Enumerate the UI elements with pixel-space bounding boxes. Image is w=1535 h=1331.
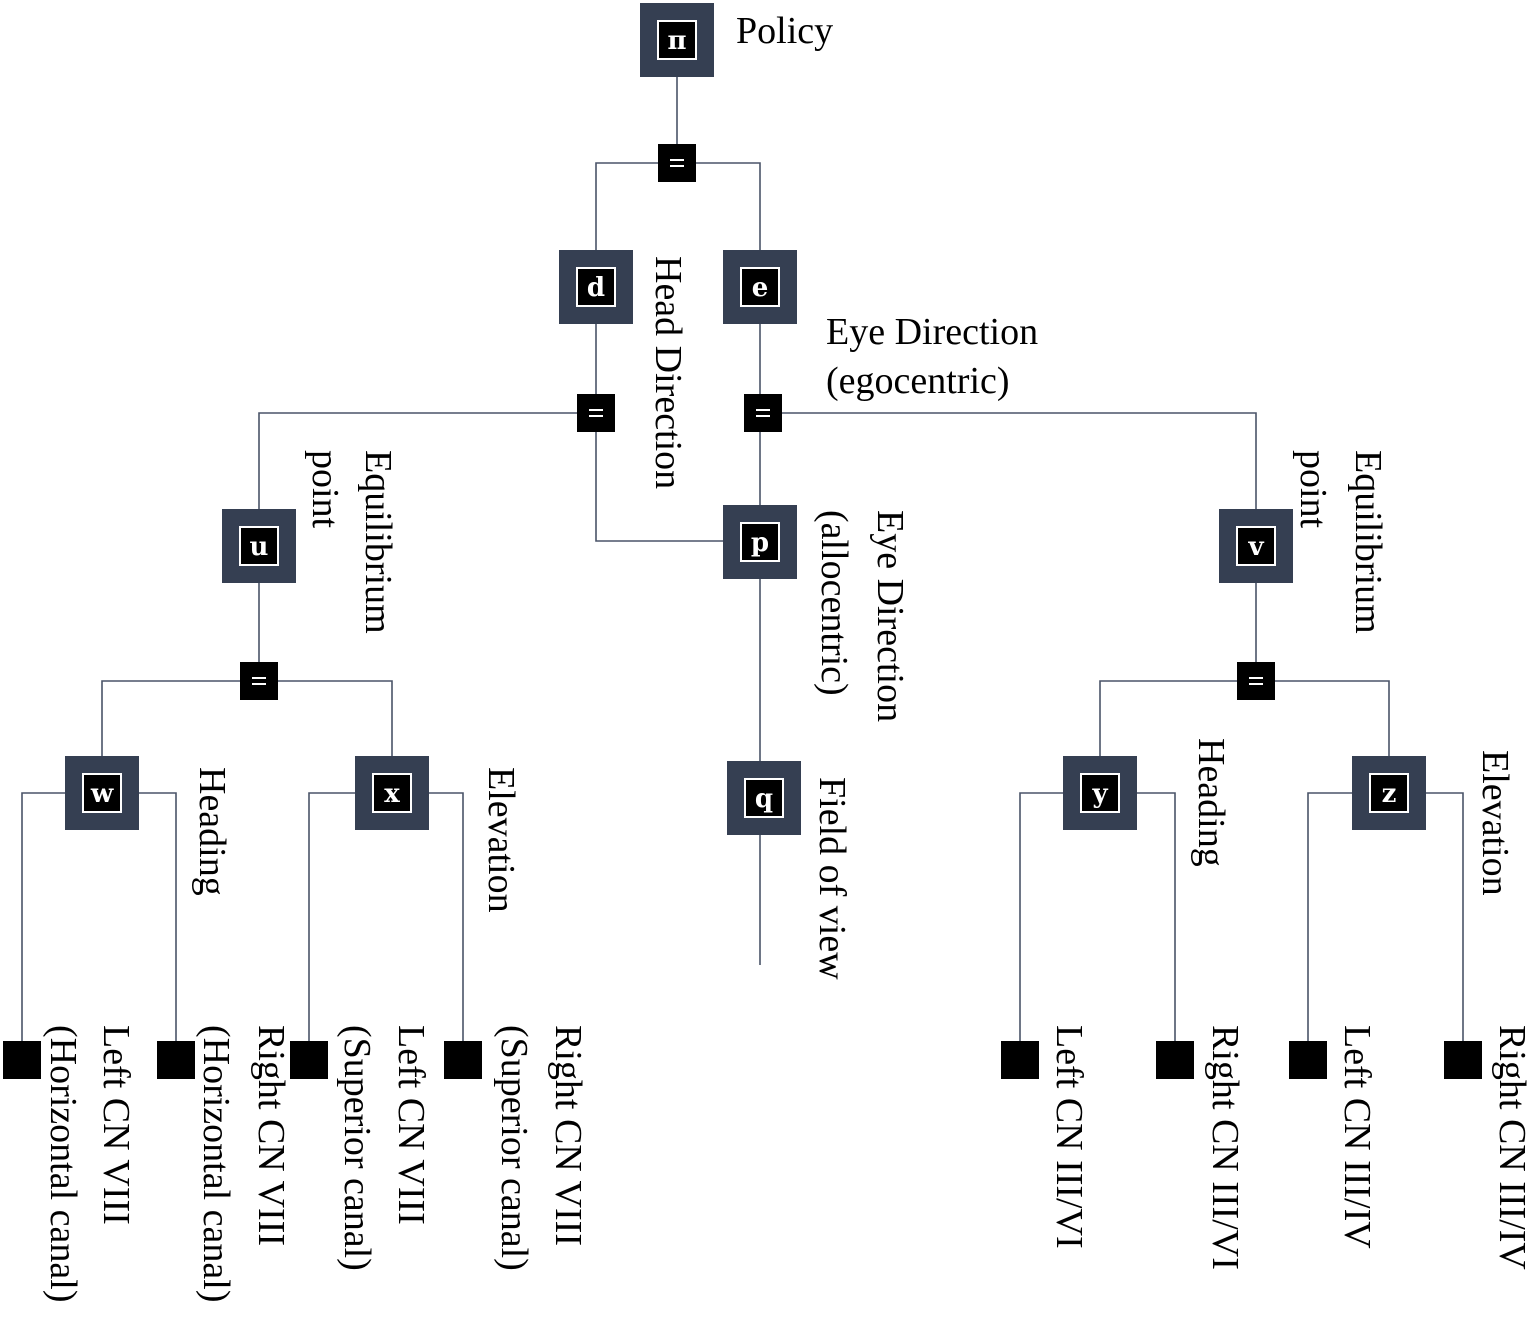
label-heading-w: Heading bbox=[191, 767, 233, 896]
labels: Policy Head Direction Eye Direction (ego… bbox=[42, 10, 1533, 1302]
node-z: z bbox=[1352, 756, 1426, 830]
label-leaf5: Left CN III/VI bbox=[1048, 1025, 1090, 1249]
edge-f1-e bbox=[696, 162, 761, 250]
leaf-node-7 bbox=[1289, 1041, 1327, 1079]
node-q-label: q bbox=[755, 784, 773, 814]
node-q: q bbox=[727, 761, 801, 835]
leaf-node-6 bbox=[1156, 1041, 1194, 1079]
edge-x-leaf4 bbox=[429, 792, 464, 1041]
label-leaf2-line2: (Horizontal canal) bbox=[195, 1025, 237, 1302]
label-leaf7: Left CN III/IV bbox=[1336, 1025, 1378, 1249]
node-pi: π bbox=[640, 3, 714, 77]
node-v: v bbox=[1219, 509, 1293, 583]
leaf-node-2 bbox=[157, 1041, 195, 1079]
edge-w-leaf1 bbox=[21, 792, 66, 1041]
label-equilibrium-v-line2: point bbox=[1292, 450, 1334, 529]
label-equilibrium-v-line1: Equilibrium bbox=[1347, 450, 1389, 634]
label-elevation-x: Elevation bbox=[480, 767, 522, 913]
node-pi-label: π bbox=[667, 26, 686, 56]
label-eye-direction-ego-line2: (egocentric) bbox=[826, 360, 1010, 402]
leaf-node-1 bbox=[3, 1041, 41, 1079]
label-elevation-z: Elevation bbox=[1474, 750, 1516, 896]
state-nodes: π d e u p v bbox=[65, 3, 1426, 835]
leaf-node-4 bbox=[444, 1041, 482, 1079]
label-leaf2-line1: Right CN VIII bbox=[250, 1025, 292, 1246]
label-equilibrium-u-line2: point bbox=[304, 450, 346, 529]
factor-node-5 bbox=[1237, 662, 1275, 700]
node-d-label: d bbox=[587, 273, 605, 303]
label-field-of-view: Field of view bbox=[811, 777, 853, 980]
leaf-node-8 bbox=[1444, 1041, 1482, 1079]
label-leaf4-line2: (Superior canal) bbox=[493, 1025, 535, 1271]
node-x: x bbox=[355, 756, 429, 830]
edge-z-leaf8 bbox=[1426, 792, 1464, 1041]
node-u: u bbox=[222, 509, 296, 583]
label-heading-y: Heading bbox=[1190, 738, 1232, 867]
label-equilibrium-u-line1: Equilibrium bbox=[357, 450, 399, 634]
label-leaf8: Right CN III/IV bbox=[1491, 1025, 1533, 1270]
node-w-label: w bbox=[90, 779, 114, 809]
factor-node-2 bbox=[577, 394, 615, 432]
label-eye-direction-ego-line1: Eye Direction bbox=[826, 311, 1038, 353]
edge-f2-u bbox=[258, 412, 577, 510]
label-policy: Policy bbox=[736, 10, 833, 52]
node-e: e bbox=[723, 250, 797, 324]
label-eye-direction-allo-line2: (allocentric) bbox=[813, 510, 855, 696]
label-leaf4-line1: Right CN VIII bbox=[547, 1025, 589, 1246]
label-leaf6: Right CN III/VI bbox=[1204, 1025, 1246, 1270]
factor-node-4 bbox=[240, 662, 278, 700]
edge-w-leaf2 bbox=[139, 792, 177, 1041]
edge-f1-d bbox=[595, 162, 658, 250]
node-w: w bbox=[65, 756, 139, 830]
edge-y-leaf5 bbox=[1019, 792, 1063, 1041]
node-d: d bbox=[559, 250, 633, 324]
node-z-label: z bbox=[1382, 779, 1397, 809]
edge-f4-x bbox=[278, 680, 393, 757]
leaf-nodes bbox=[3, 1041, 1482, 1079]
label-leaf3-line2: (Superior canal) bbox=[336, 1025, 378, 1271]
edge-y-leaf6 bbox=[1137, 792, 1176, 1041]
node-y-label: y bbox=[1091, 779, 1108, 809]
node-p-label: p bbox=[751, 528, 769, 558]
edge-f3-v bbox=[782, 412, 1257, 510]
edge-f4-w bbox=[101, 680, 240, 757]
node-u-label: u bbox=[250, 532, 269, 562]
edge-f2-p bbox=[595, 432, 723, 542]
factor-node-3 bbox=[744, 394, 782, 432]
factor-node-1 bbox=[658, 144, 696, 182]
leaf-node-3 bbox=[290, 1041, 328, 1079]
label-eye-direction-allo-line1: Eye Direction bbox=[869, 510, 911, 722]
node-y: y bbox=[1063, 756, 1137, 830]
label-head-direction: Head Direction bbox=[647, 256, 689, 489]
node-v-label: v bbox=[1247, 532, 1264, 562]
label-leaf3-line1: Left CN VIII bbox=[390, 1025, 432, 1225]
edge-x-leaf3 bbox=[308, 792, 356, 1041]
node-p: p bbox=[723, 505, 797, 579]
label-leaf1-line1: Left CN VIII bbox=[95, 1025, 137, 1225]
edge-f5-y bbox=[1099, 680, 1238, 757]
node-x-label: x bbox=[384, 779, 400, 809]
factor-nodes bbox=[240, 144, 1275, 700]
edge-z-leaf7 bbox=[1307, 792, 1352, 1041]
leaf-node-5 bbox=[1001, 1041, 1039, 1079]
label-leaf1-line2: (Horizontal canal) bbox=[42, 1025, 84, 1302]
node-e-label: e bbox=[752, 273, 769, 303]
edge-f5-z bbox=[1275, 680, 1390, 757]
edges bbox=[21, 76, 1464, 1041]
